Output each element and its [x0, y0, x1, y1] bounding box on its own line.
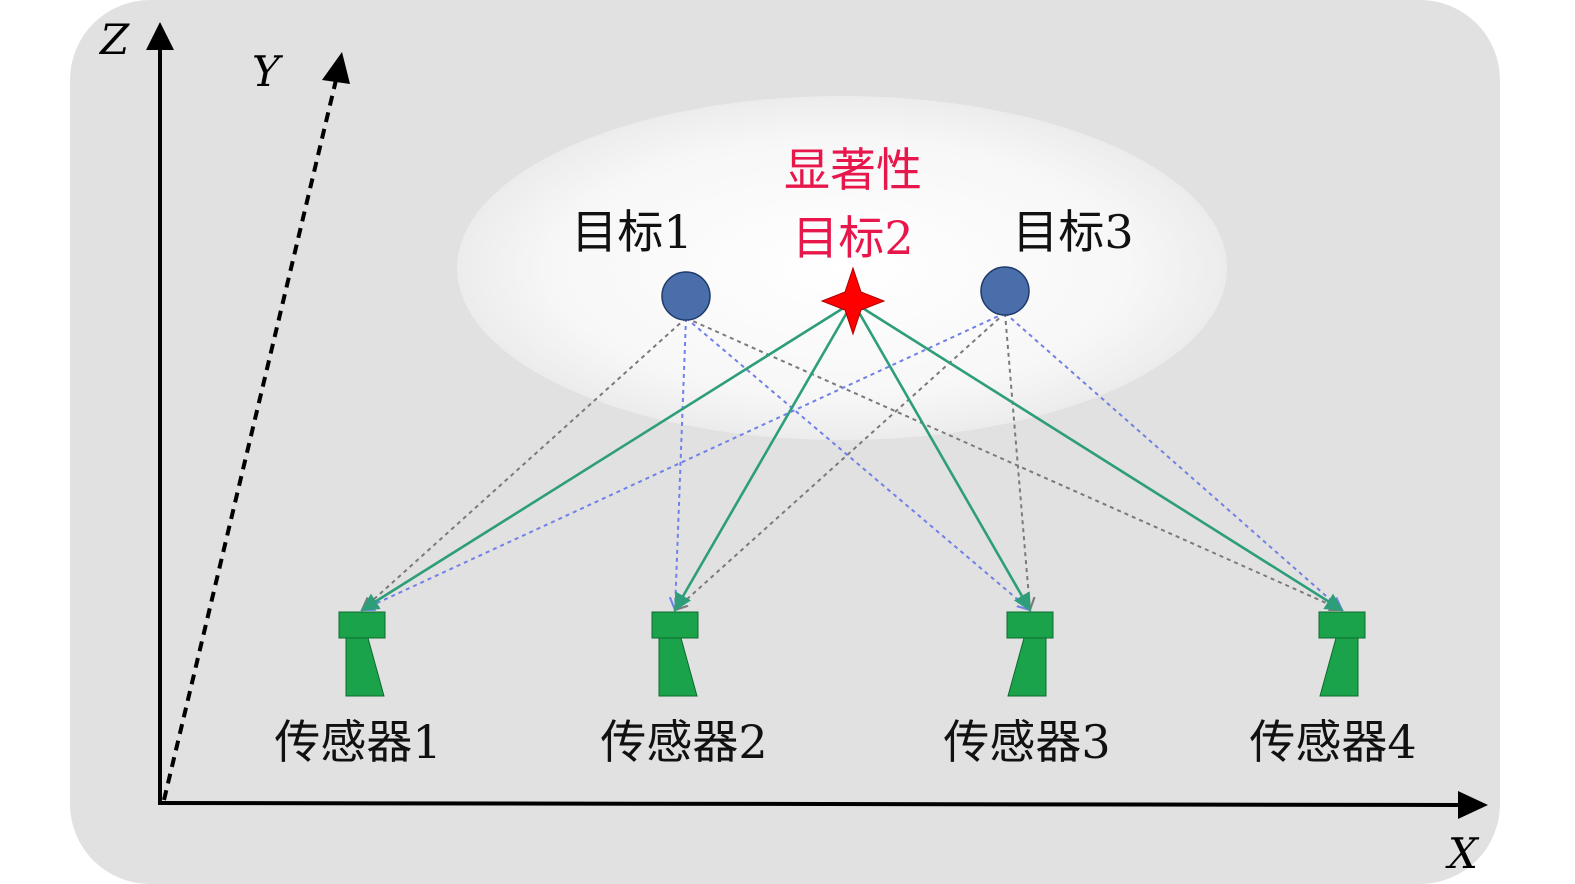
sensor-4-head	[1318, 611, 1366, 639]
targets	[661, 266, 1030, 336]
links	[360, 300, 1344, 612]
x-axis-arrowhead	[1458, 791, 1488, 819]
x-axis-label: X	[1445, 829, 1480, 878]
sensor-4-label: 传感器4	[1249, 715, 1416, 769]
sensor-4-icon	[1318, 611, 1366, 697]
sensor-1-icon	[338, 611, 386, 697]
link-target2-sensor4	[852, 300, 1344, 612]
link-target2-sensor1	[360, 300, 854, 612]
sensor-2-icon	[651, 611, 699, 697]
target-1-marker	[661, 271, 711, 321]
target-region	[457, 96, 1227, 440]
link-target3-sensor4	[1004, 312, 1342, 610]
z-axis-label: Z	[98, 15, 130, 64]
sensor-1-label: 传感器1	[274, 715, 441, 769]
y-axis-arrowhead	[322, 52, 350, 84]
sensor-2-head	[651, 611, 699, 639]
link-target1-sensor2	[675, 317, 687, 610]
x-axis	[157, 801, 1461, 807]
link-target1-sensor3	[685, 317, 1030, 610]
sensor-1-head	[338, 611, 386, 639]
sensor-2-label: 传感器2	[600, 715, 767, 769]
target-3-label: 目标3	[1012, 205, 1133, 259]
sensors	[338, 611, 1366, 697]
link-target3-sensor3	[1004, 312, 1030, 610]
target-2-label-line1: 显著性	[784, 143, 922, 197]
target-1-label: 目标1	[571, 205, 692, 259]
link-target1-sensor1	[362, 317, 687, 610]
target-2-star-marker	[820, 266, 886, 336]
link-target2-sensor2	[673, 301, 855, 612]
y-axis	[162, 79, 338, 801]
sensor-3-icon	[1006, 611, 1054, 697]
y-axis-label: Y	[252, 47, 284, 96]
target-3-marker	[980, 266, 1030, 316]
target-labels: 目标1 显著性 目标2 目标3	[571, 143, 1133, 265]
z-axis-arrowhead	[146, 22, 174, 50]
coordinate-axes: Z Y X	[98, 15, 1488, 878]
target-2-label-line2: 目标2	[792, 211, 913, 265]
link-target3-sensor1	[362, 312, 1006, 610]
link-target2-sensor3	[851, 301, 1032, 612]
sensor-3-head	[1006, 611, 1054, 639]
sensor-labels: 传感器1 传感器2 传感器3 传感器4	[274, 715, 1416, 769]
sensor-3-label: 传感器3	[943, 715, 1110, 769]
